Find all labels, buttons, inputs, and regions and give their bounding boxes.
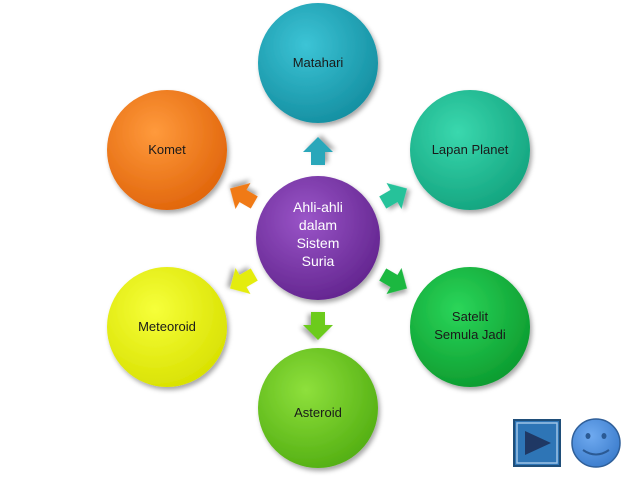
arrow-to-meteoroid	[230, 268, 258, 294]
center-line-4: Suria	[301, 253, 335, 269]
label-komet: Komet	[148, 142, 186, 157]
node-komet	[107, 90, 227, 210]
label-satelit-line-2: Semula Jadi	[434, 327, 506, 342]
arrow-to-lapan-planet	[379, 183, 407, 209]
label-lapan-planet: Lapan Planet	[431, 142, 509, 157]
arrow-to-komet	[230, 183, 258, 209]
node-asteroid	[258, 348, 378, 468]
next-button[interactable]	[513, 419, 561, 467]
label-asteroid: Asteroid	[294, 405, 342, 420]
arrow-to-matahari	[303, 137, 333, 165]
smiley-face-icon	[582, 433, 610, 456]
center-line-3: Sistem	[296, 235, 340, 251]
node-lapan-planet	[410, 90, 530, 210]
center-line-2: dalam	[298, 217, 338, 233]
arrow-to-asteroid	[303, 312, 333, 340]
label-satelit-semula-jadi: Satelit Semula Jadi	[420, 308, 520, 344]
center-line-1: Ahli-ahli	[293, 199, 343, 215]
label-matahari: Matahari	[292, 55, 344, 70]
node-satelit-semula-jadi	[410, 267, 530, 387]
node-meteoroid	[107, 267, 227, 387]
center-label: Ahli-ahli dalam Sistem Suria	[258, 198, 378, 270]
arrow-to-satelit	[379, 268, 407, 294]
label-meteoroid: Meteoroid	[138, 319, 196, 334]
play-triangle-icon	[525, 431, 551, 455]
center-node	[256, 176, 380, 300]
smiley-button[interactable]	[571, 418, 621, 468]
node-matahari	[258, 3, 378, 123]
label-satelit-line-1: Satelit	[451, 309, 489, 324]
